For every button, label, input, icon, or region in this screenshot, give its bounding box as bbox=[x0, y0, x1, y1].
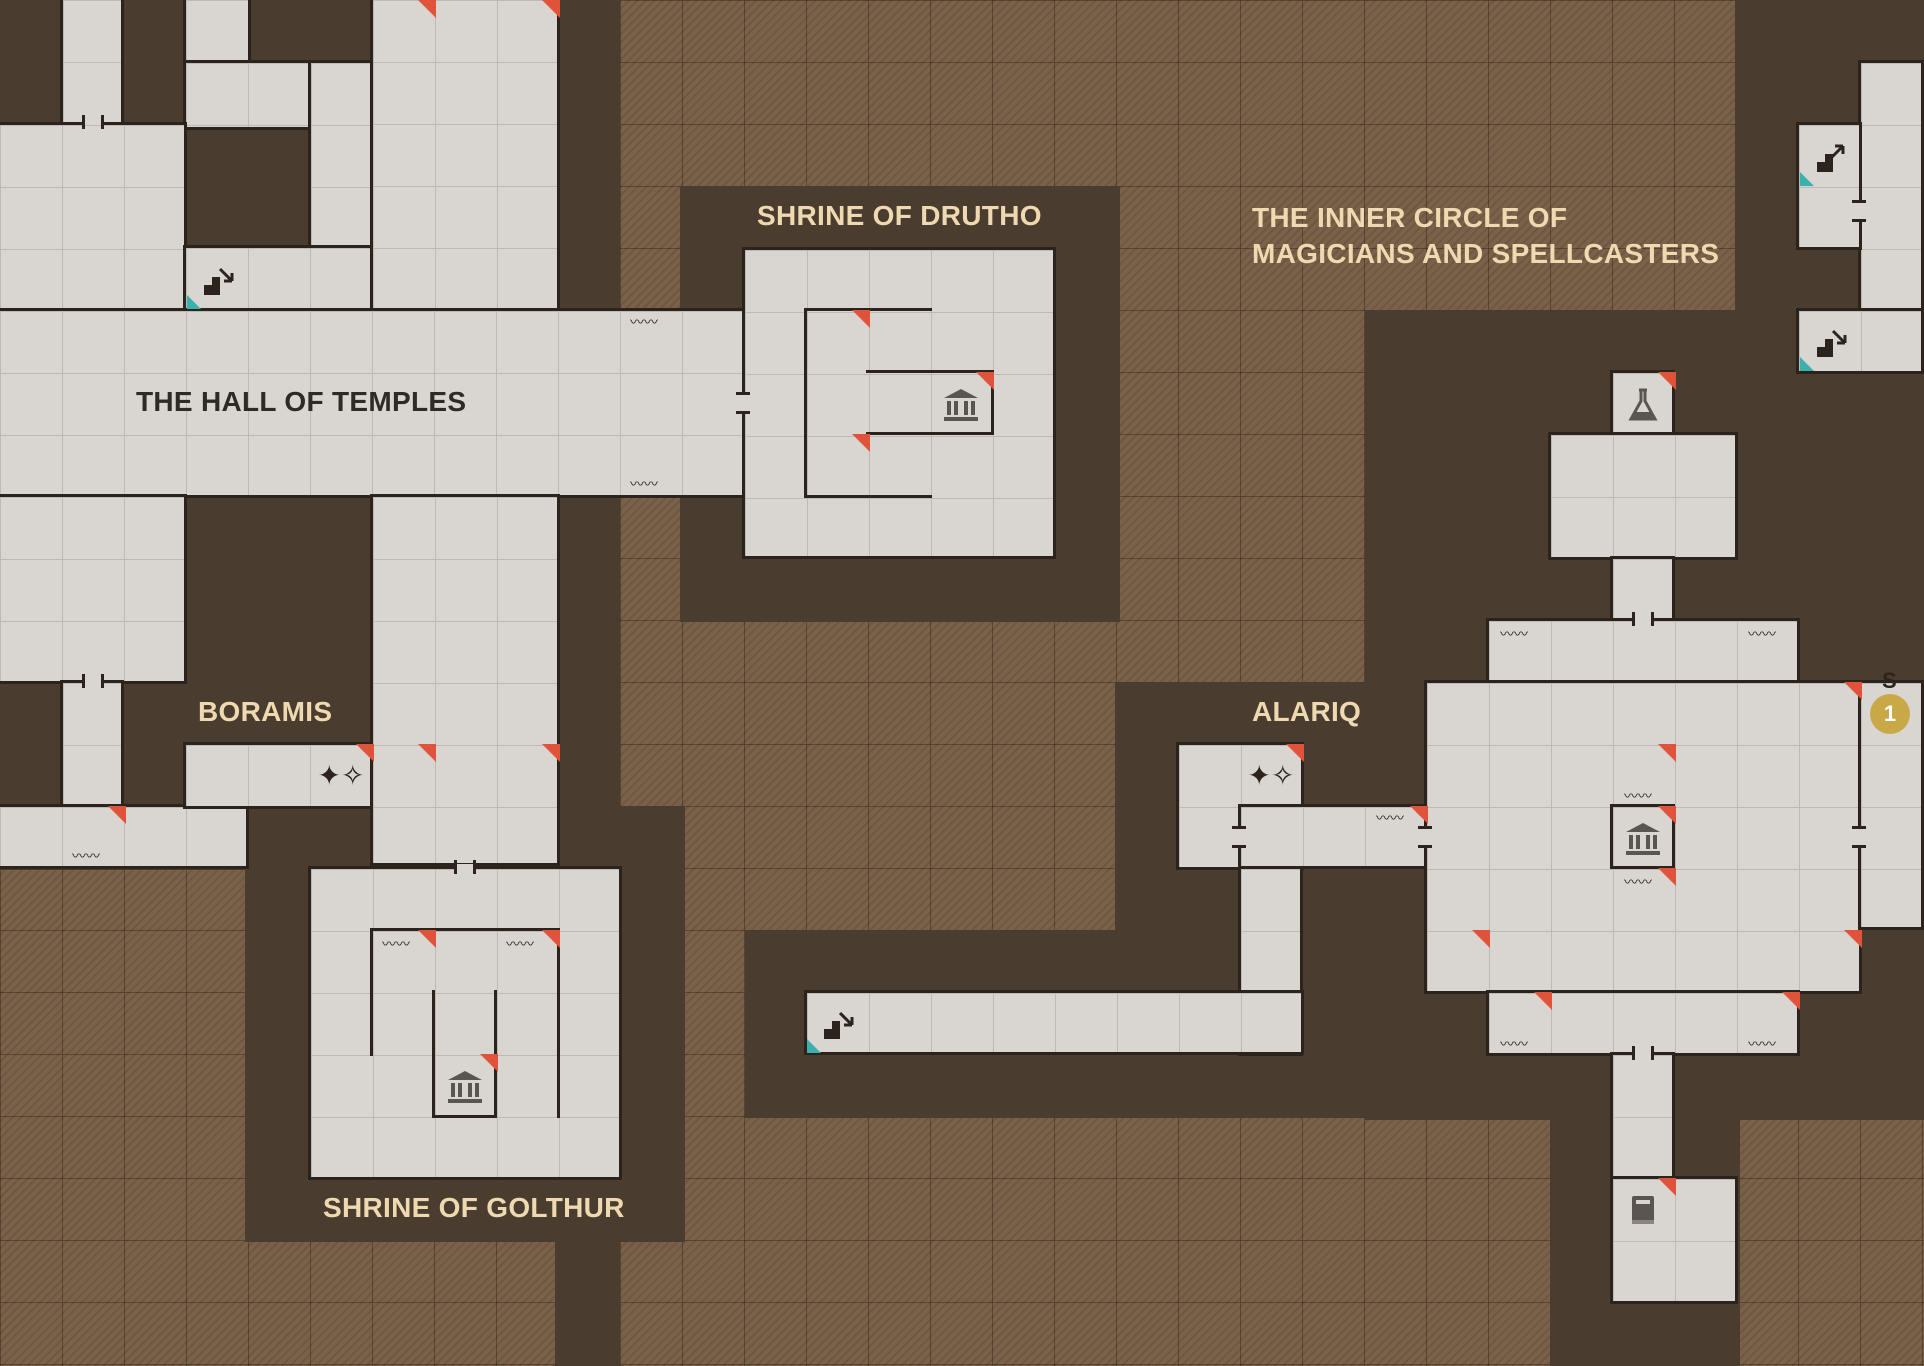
temple-icon[interactable] bbox=[938, 382, 984, 428]
secret-passage-marker: 〰〰 bbox=[630, 315, 658, 331]
stair-accent bbox=[1800, 172, 1814, 186]
sparkle-icon[interactable]: ✦✧ bbox=[317, 758, 365, 792]
secret-passage-marker: 〰〰 bbox=[1748, 627, 1776, 643]
trap-marker bbox=[356, 744, 374, 762]
secret-passage-marker: 〰〰 bbox=[72, 849, 100, 865]
shrine-of-golthur bbox=[308, 866, 622, 1180]
secret-passage-marker: 〰〰 bbox=[506, 937, 534, 953]
hall-north-wing bbox=[370, 0, 560, 312]
secret-passage-marker: 〰〰 bbox=[1624, 789, 1652, 805]
trap-marker bbox=[852, 434, 870, 452]
label-shrine-of-golthur: SHRINE OF GOLTHUR bbox=[323, 1192, 625, 1223]
hall-of-temples bbox=[0, 308, 745, 498]
door[interactable] bbox=[82, 115, 104, 129]
corridor bbox=[183, 0, 251, 67]
corridor bbox=[60, 0, 124, 125]
stair-room-east-2 bbox=[1796, 308, 1924, 374]
trap-marker bbox=[542, 0, 560, 18]
stair-room-east bbox=[1796, 122, 1862, 250]
label-inner-circle: THE INNER CIRCLE OF MAGICIANS AND SPELLC… bbox=[1252, 200, 1719, 272]
label-alariq: ALARIQ bbox=[1252, 696, 1362, 727]
trap-marker bbox=[1472, 930, 1490, 948]
hall-south-wing bbox=[370, 494, 560, 866]
secret-passage-marker: 〰〰 bbox=[630, 477, 658, 493]
door[interactable] bbox=[1418, 826, 1432, 848]
trap-marker bbox=[542, 930, 560, 948]
trap-marker bbox=[418, 930, 436, 948]
trap-marker bbox=[480, 1054, 498, 1072]
flask-icon[interactable] bbox=[1620, 382, 1666, 428]
secret-passage-marker: 〰〰 bbox=[1500, 627, 1528, 643]
temple-icon[interactable] bbox=[1620, 816, 1666, 862]
stair-accent bbox=[807, 1039, 821, 1053]
trap-marker bbox=[1658, 806, 1676, 824]
door[interactable] bbox=[454, 860, 476, 874]
central-shrine bbox=[1610, 804, 1675, 869]
hall-southwest-room bbox=[0, 494, 187, 684]
secret-passage-marker: 〰〰 bbox=[1500, 1037, 1528, 1053]
trap-marker bbox=[1658, 1178, 1676, 1196]
label-hall-of-temples: THE HALL OF TEMPLES bbox=[136, 386, 467, 417]
shrine-of-drutho bbox=[742, 247, 1056, 559]
door[interactable] bbox=[1632, 1046, 1654, 1060]
door[interactable] bbox=[1632, 612, 1654, 626]
sparkle-icon[interactable]: ✦✧ bbox=[1247, 758, 1295, 792]
label-inner-circle-line2: MAGICIANS AND SPELLCASTERS bbox=[1252, 238, 1720, 269]
door[interactable] bbox=[1852, 200, 1866, 222]
secret-passage-marker: 〰〰 bbox=[1748, 1037, 1776, 1053]
book-icon[interactable] bbox=[1620, 1188, 1666, 1234]
trap-marker bbox=[1534, 992, 1552, 1010]
label-shrine-of-drutho: SHRINE OF DRUTHO bbox=[757, 200, 1042, 231]
trap-marker bbox=[108, 806, 126, 824]
location-marker[interactable]: 1 bbox=[1870, 694, 1910, 734]
stairs-icon[interactable] bbox=[1808, 320, 1854, 366]
trap-marker bbox=[1286, 744, 1304, 762]
secret-passage-marker: 〰〰 bbox=[1376, 811, 1404, 827]
door[interactable] bbox=[1852, 826, 1866, 848]
trap-marker bbox=[976, 372, 994, 390]
secret-passage-marker: 〰〰 bbox=[382, 937, 410, 953]
trap-marker bbox=[1844, 682, 1862, 700]
corridor bbox=[60, 680, 124, 810]
stair-accent bbox=[187, 295, 201, 309]
compass-indicator: S bbox=[1882, 668, 1897, 693]
trap-marker bbox=[1658, 744, 1676, 762]
stair-corridor bbox=[804, 990, 1304, 1055]
trap-marker bbox=[418, 0, 436, 18]
stair-accent bbox=[1800, 357, 1814, 371]
corridor bbox=[1610, 556, 1675, 622]
stairs-icon[interactable] bbox=[195, 258, 241, 304]
trap-marker bbox=[852, 310, 870, 328]
trap-marker bbox=[1782, 992, 1800, 1010]
secret-passage-marker: 〰〰 bbox=[1624, 875, 1652, 891]
trap-marker bbox=[418, 744, 436, 762]
corridor bbox=[1238, 804, 1428, 869]
trap-marker bbox=[1410, 806, 1428, 824]
laboratory bbox=[1548, 432, 1738, 560]
trap-marker bbox=[1658, 372, 1676, 390]
label-inner-circle-line1: THE INNER CIRCLE OF bbox=[1252, 202, 1568, 233]
library-room bbox=[1610, 1176, 1738, 1304]
trap-marker bbox=[1844, 930, 1862, 948]
stairs-icon[interactable] bbox=[815, 1002, 861, 1048]
stairs-icon[interactable] bbox=[1808, 135, 1854, 181]
temple-icon[interactable] bbox=[442, 1064, 488, 1110]
hall-west-room bbox=[0, 122, 187, 312]
trap-marker bbox=[542, 744, 560, 762]
trap-marker bbox=[1658, 868, 1676, 886]
corridor bbox=[1610, 1052, 1675, 1180]
door[interactable] bbox=[736, 392, 750, 414]
door[interactable] bbox=[1232, 826, 1246, 848]
boramis-room bbox=[183, 742, 373, 809]
door[interactable] bbox=[82, 674, 104, 688]
label-boramis: BORAMIS bbox=[198, 696, 333, 727]
